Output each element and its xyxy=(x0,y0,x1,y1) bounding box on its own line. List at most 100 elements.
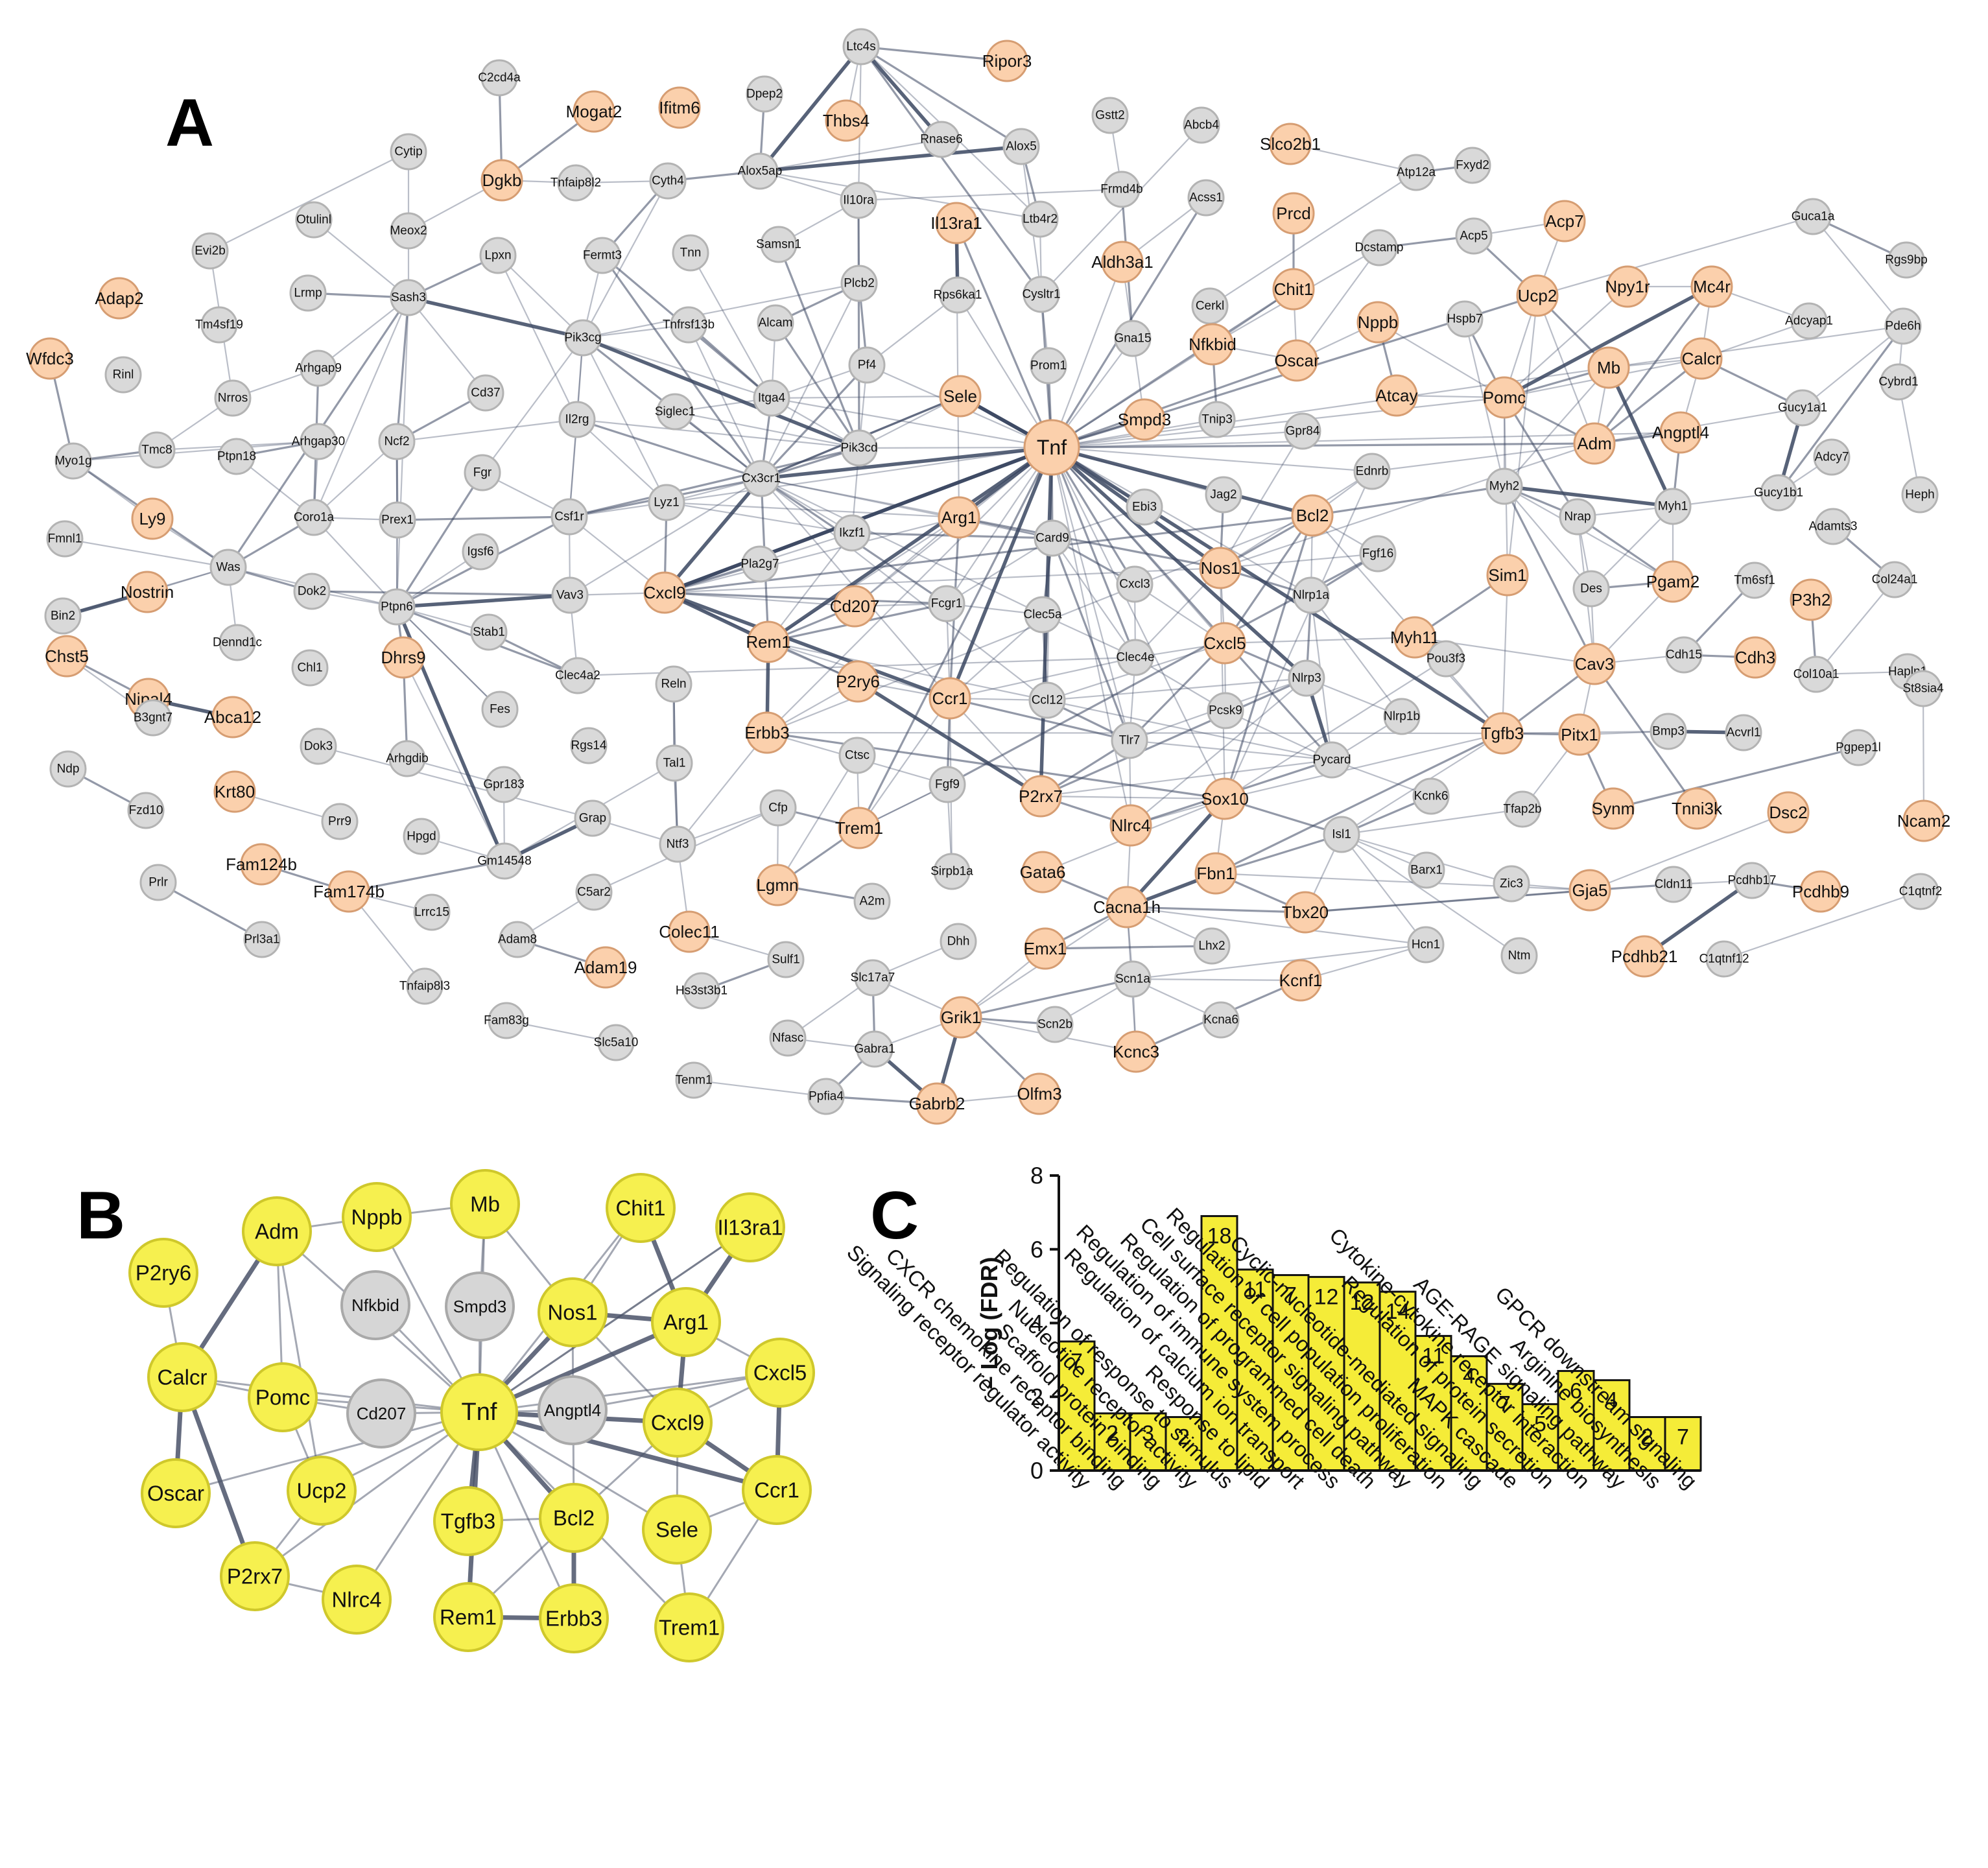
edge-pou3f3-sox10 xyxy=(1224,657,1447,800)
node-scn1a: Scn1a xyxy=(1114,960,1152,998)
edge-b-oscar-tnf xyxy=(174,1411,480,1495)
bar-count-label: 7 xyxy=(1498,1391,1511,1416)
node-pcdhb21: Pcdhb21 xyxy=(1611,935,1677,978)
edge-arg1-cxcl9 xyxy=(663,516,960,594)
node-label: Nostrin xyxy=(121,582,174,602)
node-label: Kcnf1 xyxy=(1279,971,1323,990)
node-label: Smpd3 xyxy=(453,1297,506,1316)
node-cyth4: Cyth4 xyxy=(649,162,687,200)
node-label: Mogat2 xyxy=(566,102,622,121)
node-circle xyxy=(1767,791,1810,834)
node-label: Pf4 xyxy=(858,359,877,372)
edge-ltc4s-ripor3 xyxy=(860,45,1008,62)
edge-pik3cd-tnf xyxy=(858,446,1053,449)
node-sox10: Sox10 xyxy=(1201,777,1249,820)
node-tnfaip8l2: Tnfaip8l2 xyxy=(550,164,601,202)
edge-chit1-tnf xyxy=(1050,288,1295,449)
node-b-bcl2: Bcl2 xyxy=(539,1483,609,1553)
node-circle xyxy=(219,624,256,661)
node-label: Tnfaip8l2 xyxy=(550,176,601,190)
edge-il2rg-pik3cd xyxy=(576,418,860,449)
edge-il10ra-pik3cd xyxy=(857,199,860,449)
node-abcb4: Abcb4 xyxy=(1183,106,1220,144)
node-label: Ncam2 xyxy=(1897,811,1950,831)
node-label: Mb xyxy=(1597,358,1620,377)
node-circle xyxy=(559,657,597,694)
node-circle xyxy=(715,1192,785,1262)
node-circle xyxy=(939,276,976,314)
edge-myh1-des xyxy=(1590,505,1674,590)
node-label: Angptl4 xyxy=(1652,423,1709,442)
node-ednrb: Ednrb xyxy=(1353,453,1391,490)
node-label: Slc5a10 xyxy=(594,1036,639,1050)
node-label: Scn1a xyxy=(1115,973,1150,986)
node-label: Pou3f3 xyxy=(1426,652,1465,666)
node-label: Jag2 xyxy=(1210,488,1237,502)
node-b-p2rx7: P2rx7 xyxy=(220,1541,290,1611)
node-ndp: Ndp xyxy=(49,750,87,788)
node-circle xyxy=(1813,438,1851,476)
node-circle xyxy=(1840,729,1877,766)
node-sash3: Sash3 xyxy=(390,279,427,316)
node-nrap: Nrap xyxy=(1559,498,1596,536)
node-circle xyxy=(584,237,621,274)
node-circle xyxy=(291,649,329,687)
node-circle xyxy=(853,882,891,920)
node-circle xyxy=(1019,775,1062,818)
node-circle xyxy=(1606,265,1649,308)
node-label: Lhx2 xyxy=(1198,940,1225,953)
node-adcyap1: Adcyap1 xyxy=(1785,302,1833,340)
node-slco2b1: Slco2b1 xyxy=(1260,123,1321,165)
edge-tnf-nlrp3 xyxy=(1050,445,1308,680)
node-circle xyxy=(1024,927,1067,970)
node-tmc8: Tmc8 xyxy=(138,431,176,469)
edge-tnf-rem1 xyxy=(766,445,1054,644)
node-label: Aldh3a1 xyxy=(1091,252,1153,272)
node-trem1: Trem1 xyxy=(835,807,883,849)
node-tnni3k: Tnni3k xyxy=(1672,787,1723,830)
edge-ccr1-clec4e xyxy=(949,656,1137,700)
edge-nos1-sox10 xyxy=(1219,567,1226,800)
node-circle xyxy=(211,696,254,739)
edge-cyth4-pik3cg xyxy=(582,180,669,339)
node-label: Nfkbid xyxy=(351,1295,399,1315)
edge-pomc-nrap xyxy=(1503,396,1579,518)
node-barx1: Barx1 xyxy=(1408,851,1445,889)
edge-isl1-fbn1 xyxy=(1214,833,1343,875)
edge-lpxn-pik3cg xyxy=(497,254,584,339)
edge-mb-myh2 xyxy=(1503,366,1610,488)
node-cldn11: Cldn11 xyxy=(1655,866,1692,903)
node-label: Myh11 xyxy=(1390,628,1439,647)
node-label: Ntm xyxy=(1508,949,1531,963)
edge-tlr7-pycard xyxy=(1128,739,1333,761)
edge-col24a1-col10a1 xyxy=(1815,578,1896,676)
node-circle xyxy=(1902,799,1945,842)
edge-b-calcr-tnf xyxy=(181,1376,480,1413)
node-was: Was xyxy=(209,549,247,586)
node-circle xyxy=(933,853,971,890)
node-label: Kcnc3 xyxy=(1113,1042,1159,1061)
node-label: Adm xyxy=(255,1220,299,1244)
edge-pde6h-mb xyxy=(1607,325,1904,369)
node-label: Ctsc xyxy=(845,749,870,763)
node-fbn1: Fbn1 xyxy=(1194,852,1237,895)
node-label: Tm4sf19 xyxy=(195,318,243,332)
edge-ncf2-coro1a xyxy=(313,440,398,519)
node-label: Sim1 xyxy=(1488,565,1526,585)
node-circle xyxy=(1568,869,1611,912)
node-circle xyxy=(1446,300,1484,338)
node-il10ra: Il10ra xyxy=(840,182,877,219)
node-wfdc3: Wfdc3 xyxy=(26,337,74,380)
edge-tgfb3-fbn1 xyxy=(1214,732,1504,875)
edge-st8sia4-ncam2 xyxy=(1922,687,1925,822)
node-c2cd4a: C2cd4a xyxy=(478,59,521,97)
node-gpr183: Gpr183 xyxy=(483,766,525,803)
edge-tnf-nlrp1a xyxy=(1050,446,1312,597)
edge-pde6h-gucy1a1 xyxy=(1801,325,1904,409)
node-circle xyxy=(1288,659,1325,697)
edge-erbb3-ntf3 xyxy=(676,731,768,845)
node-fgf16: Fgf16 xyxy=(1359,535,1397,573)
node-label: Il13ra1 xyxy=(930,213,982,233)
node-label: Oscar xyxy=(147,1482,204,1506)
